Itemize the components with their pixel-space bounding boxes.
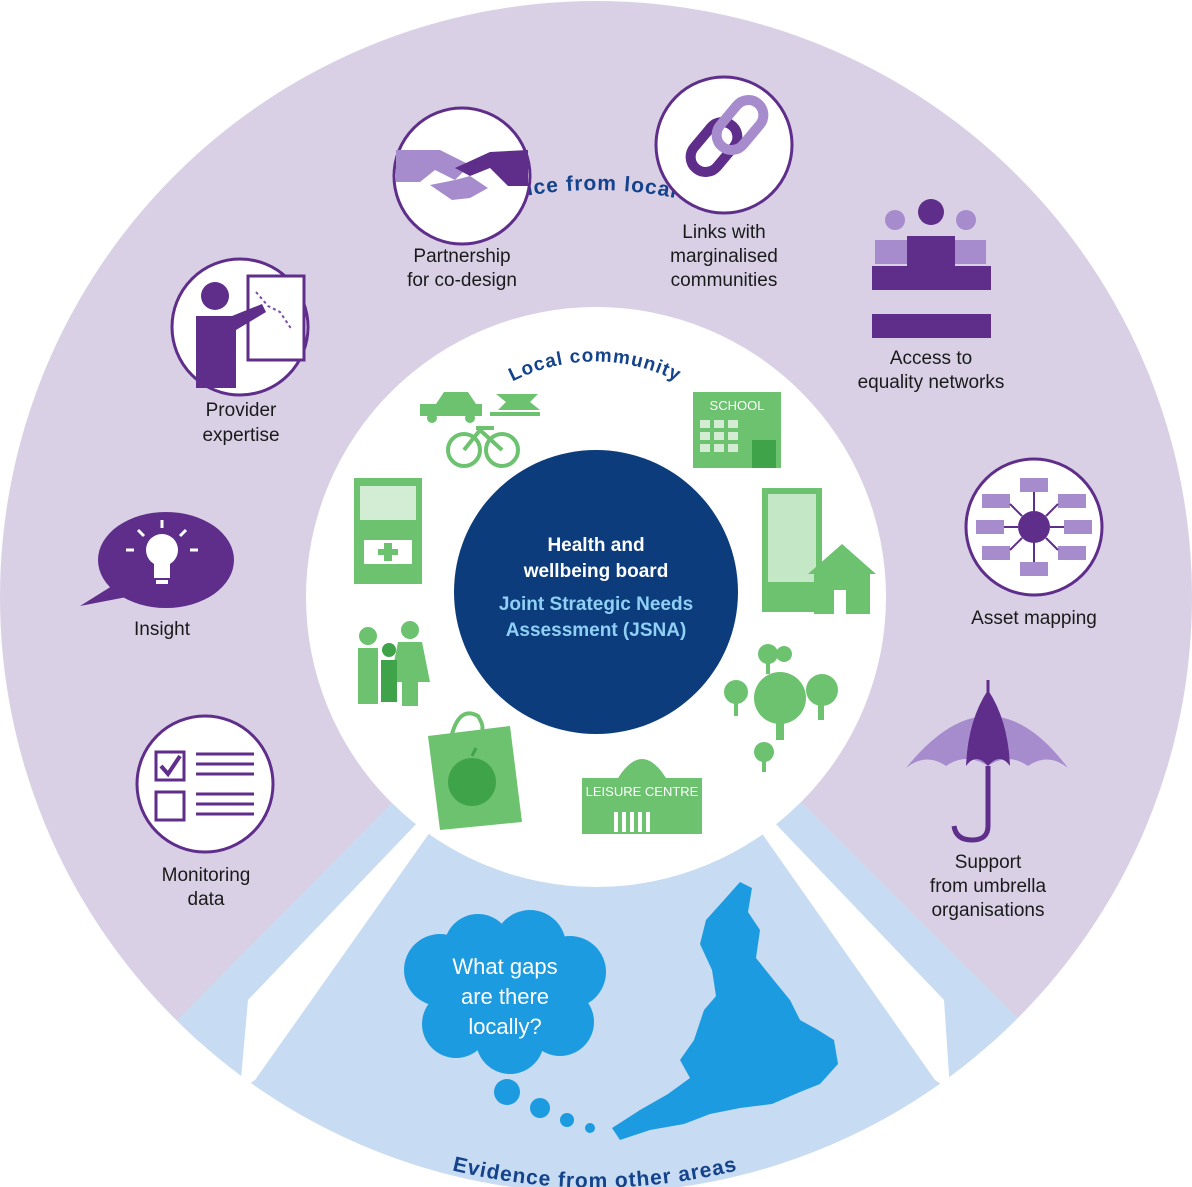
- housing-icon: [762, 488, 876, 614]
- links-label-3: communities: [671, 270, 778, 291]
- checklist-icon: [135, 714, 275, 854]
- monitoring-label-2: data: [188, 889, 225, 910]
- people-group-icon: [872, 199, 991, 338]
- cloud-line3: locally?: [468, 1014, 541, 1039]
- leisure-centre-icon: LEISURE CENTRE: [582, 759, 702, 834]
- chain-link-icon: [654, 75, 794, 215]
- support-label-3: organisations: [931, 900, 1044, 921]
- hospital-building-icon: [354, 478, 422, 584]
- equality-label-2: equality networks: [858, 372, 1005, 393]
- partnership-item: Partnership for co-design: [392, 106, 532, 291]
- family-icon: [358, 621, 430, 706]
- center-title-line2: wellbeing board: [523, 561, 669, 582]
- monitoring-item: Monitoring data: [135, 714, 275, 910]
- partnership-label-2: for co-design: [407, 270, 517, 291]
- center-subtitle-line2: Assessment (JSNA): [506, 620, 687, 641]
- center-subtitle-line1: Joint Strategic Needs: [499, 594, 693, 615]
- school-building-icon: SCHOOL: [693, 392, 781, 468]
- links-label-2: marginalised: [670, 246, 778, 267]
- insight-label: Insight: [134, 619, 191, 640]
- cloud-line2: are there: [461, 984, 549, 1009]
- support-label-1: Support: [955, 852, 1022, 873]
- leisure-sign: LEISURE CENTRE: [586, 784, 699, 799]
- thought-cloud-icon: What gaps are there locally?: [404, 910, 606, 1133]
- lightbulb-speech-icon: [80, 512, 234, 608]
- handshake-icon: [392, 106, 532, 246]
- center-circle: [454, 450, 738, 734]
- links-item: Links with marginalised communities: [654, 75, 794, 291]
- insight-item: Insight: [80, 512, 234, 640]
- network-map-icon: [964, 457, 1104, 597]
- center-title-line1: Health and: [547, 535, 644, 556]
- provider-item: Provider expertise: [170, 257, 310, 446]
- equality-item: Access to equality networks: [858, 199, 1005, 393]
- presenter-chart-icon: [170, 257, 310, 397]
- provider-label-2: expertise: [202, 425, 279, 446]
- school-sign: SCHOOL: [710, 398, 765, 413]
- provider-label-1: Provider: [206, 400, 277, 421]
- links-label-1: Links with: [682, 222, 765, 243]
- support-item: Support from umbrella organisations: [906, 680, 1068, 921]
- monitoring-label-1: Monitoring: [162, 865, 251, 886]
- transport-icon: [420, 392, 540, 468]
- umbrella-icon: [906, 680, 1068, 843]
- shopping-bag-apple-icon: [428, 711, 522, 830]
- asset-label: Asset mapping: [971, 608, 1097, 629]
- cloud-line1: What gaps: [452, 954, 557, 979]
- asset-item: Asset mapping: [964, 457, 1104, 629]
- england-map-icon: [612, 882, 838, 1140]
- equality-label-1: Access to: [890, 348, 972, 369]
- support-label-2: from umbrella: [930, 876, 1047, 897]
- partnership-label-1: Partnership: [413, 246, 510, 267]
- trees-icon: [724, 644, 838, 772]
